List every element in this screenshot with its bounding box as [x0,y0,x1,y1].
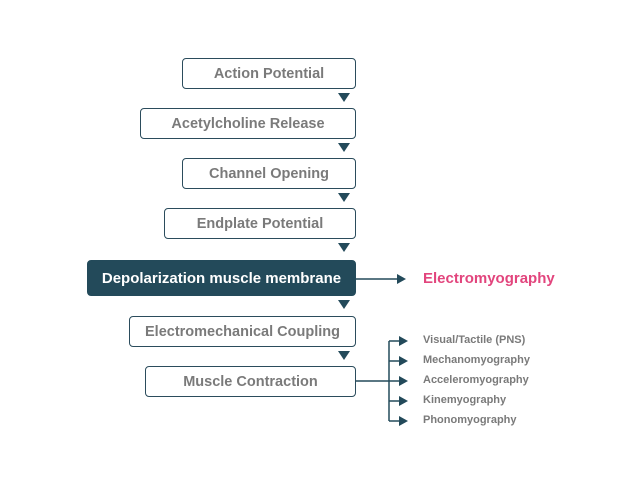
output-visual-tactile: Visual/Tactile (PNS) [423,334,526,346]
step-label: Acetylcholine Release [171,115,325,132]
electromyography-label: Electromyography [423,270,555,287]
step-label: Depolarization muscle membrane [101,269,342,287]
output-acceleromyography: Acceleromyography [423,374,529,386]
step-label: Action Potential [213,65,325,82]
right-arrow-icon [399,376,408,386]
down-arrow-icon [338,193,350,202]
step-muscle-contraction: Muscle Contraction [145,366,356,397]
step-label: Muscle Contraction [183,373,318,390]
step-electromechanical-coupling: Electromechanical Coupling [129,316,356,347]
right-arrow-icon [399,356,408,366]
step-label: Channel Opening [208,165,330,182]
step-depolarization: Depolarization muscle membrane [87,260,356,296]
step-channel-opening: Channel Opening [182,158,356,189]
right-arrow-icon [397,274,406,284]
down-arrow-icon [338,300,350,309]
step-acetylcholine-release: Acetylcholine Release [140,108,356,139]
right-arrow-icon [399,336,408,346]
down-arrow-icon [338,351,350,360]
down-arrow-icon [338,93,350,102]
down-arrow-icon [338,143,350,152]
step-label: Endplate Potential [196,215,324,232]
down-arrow-icon [338,243,350,252]
step-label: Electromechanical Coupling [145,323,340,340]
right-arrow-icon [399,416,408,426]
output-kinemyography: Kinemyography [423,394,507,406]
step-endplate-potential: Endplate Potential [164,208,356,239]
right-arrow-icon [399,396,408,406]
output-mechanomyography: Mechanomyography [423,354,530,366]
step-action-potential: Action Potential [182,58,356,89]
output-phonomyography: Phonomyography [423,414,517,426]
